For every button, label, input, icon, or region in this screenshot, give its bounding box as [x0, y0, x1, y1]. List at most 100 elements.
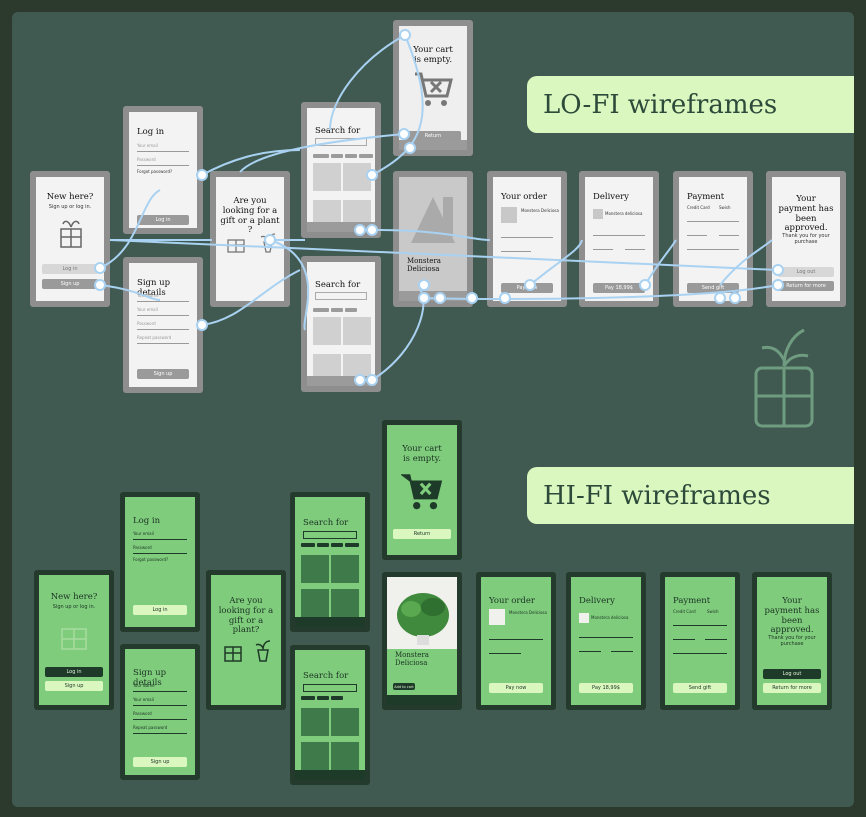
- swish-radio[interactable]: Swish: [719, 205, 731, 210]
- credit-card-radio[interactable]: Credit Card: [687, 205, 710, 210]
- address-field[interactable]: [579, 629, 633, 638]
- pay-now-button[interactable]: Pay now: [489, 683, 543, 693]
- search-input[interactable]: [303, 684, 357, 692]
- product-thumbnail[interactable]: [301, 742, 329, 770]
- tab-bar[interactable]: [307, 222, 375, 232]
- product-thumbnail[interactable]: [343, 163, 371, 191]
- product-thumbnail[interactable]: [313, 317, 341, 345]
- signup-button[interactable]: Sign up: [42, 279, 98, 289]
- product-thumbnail[interactable]: [343, 354, 371, 378]
- product-thumbnail[interactable]: [301, 555, 329, 583]
- filter-chip[interactable]: [301, 696, 315, 700]
- login-submit-button[interactable]: Log in: [137, 215, 189, 225]
- signup-password-field[interactable]: Password: [133, 711, 187, 720]
- login-button[interactable]: Log in: [42, 264, 98, 274]
- filter-chip[interactable]: [331, 543, 343, 547]
- logout-button[interactable]: Log out: [763, 669, 821, 679]
- filter-chip[interactable]: [331, 154, 343, 158]
- email-field[interactable]: Your email: [133, 531, 187, 540]
- city-field[interactable]: [611, 643, 633, 652]
- return-for-more-button[interactable]: Return for more: [778, 281, 834, 291]
- filter-chip[interactable]: [313, 308, 329, 312]
- product-thumbnail[interactable]: [331, 742, 359, 770]
- product-thumbnail[interactable]: [313, 163, 341, 191]
- cvc-field[interactable]: [719, 227, 739, 236]
- card-number-field[interactable]: [687, 213, 739, 222]
- signup-email-field[interactable]: Your email: [137, 307, 189, 316]
- signup-button[interactable]: Sign up: [45, 681, 103, 691]
- search-input[interactable]: [303, 531, 357, 539]
- send-gift-button[interactable]: Send gift: [687, 283, 739, 293]
- filter-chip[interactable]: [345, 308, 357, 312]
- signup-submit-button[interactable]: Sign up: [137, 369, 189, 379]
- pay-now-button[interactable]: Pay now: [501, 283, 553, 293]
- tab-bar[interactable]: [307, 376, 375, 386]
- password-field[interactable]: Password: [137, 157, 189, 166]
- tab-bar[interactable]: [295, 617, 365, 627]
- product-thumbnail[interactable]: [313, 200, 341, 224]
- address-field[interactable]: [593, 227, 645, 236]
- filter-chip[interactable]: [345, 154, 357, 158]
- city-field[interactable]: [625, 241, 645, 250]
- password-field[interactable]: Password: [133, 545, 187, 554]
- forgot-password-link[interactable]: Forgot password?: [133, 557, 169, 562]
- name-on-card-field[interactable]: [687, 241, 739, 250]
- repeat-password-field[interactable]: Repeat password: [137, 335, 189, 344]
- forgot-password-link[interactable]: Forgot password?: [137, 169, 173, 174]
- login-button[interactable]: Log in: [45, 667, 103, 677]
- search-input[interactable]: [315, 138, 367, 146]
- product-thumbnail[interactable]: [331, 555, 359, 583]
- card-number-field[interactable]: [673, 617, 727, 626]
- product-thumbnail[interactable]: [301, 708, 329, 736]
- product-thumbnail[interactable]: [343, 317, 371, 345]
- tab-bar[interactable]: [399, 140, 467, 150]
- tab-bar[interactable]: [399, 291, 467, 301]
- signup-password-field[interactable]: Password: [137, 321, 189, 330]
- tab-bar[interactable]: [387, 695, 457, 705]
- signup-submit-button[interactable]: Sign up: [133, 757, 187, 767]
- coupon-field[interactable]: [501, 243, 531, 252]
- logout-button[interactable]: Log out: [778, 267, 834, 277]
- email-field[interactable]: Your email: [137, 143, 189, 152]
- plant-icon[interactable]: [253, 637, 273, 663]
- name-field[interactable]: Your Name: [133, 683, 187, 692]
- product-thumbnail[interactable]: [331, 708, 359, 736]
- pay-button[interactable]: Pay 18,99$: [579, 683, 633, 693]
- login-submit-button[interactable]: Log in: [133, 605, 187, 615]
- cvc-field[interactable]: [705, 631, 727, 640]
- expiry-field[interactable]: [673, 631, 695, 640]
- filter-chip[interactable]: [301, 543, 315, 547]
- product-thumbnail[interactable]: [343, 200, 371, 224]
- product-thumbnail[interactable]: [313, 354, 341, 378]
- repeat-password-field[interactable]: Repeat password: [133, 725, 187, 734]
- return-button[interactable]: Return: [393, 529, 451, 539]
- gift-icon[interactable]: [226, 232, 246, 254]
- product-thumbnail[interactable]: [301, 589, 329, 617]
- signup-email-field[interactable]: Your email: [133, 697, 187, 706]
- filter-chip[interactable]: [331, 308, 343, 312]
- filter-chip[interactable]: [317, 696, 329, 700]
- zip-field[interactable]: [579, 643, 601, 652]
- send-gift-button[interactable]: Send gift: [673, 683, 727, 693]
- tab-bar[interactable]: [295, 770, 365, 780]
- gift-icon[interactable]: [223, 639, 243, 663]
- coupon-field[interactable]: [489, 645, 521, 654]
- expiry-field[interactable]: [687, 227, 707, 236]
- pay-button[interactable]: Pay 18,99$: [593, 283, 645, 293]
- filter-chip[interactable]: [313, 154, 329, 158]
- return-for-more-button[interactable]: Return for more: [763, 683, 821, 693]
- product-thumbnail[interactable]: [331, 589, 359, 617]
- add-to-cart-button[interactable]: Add to cart: [393, 683, 415, 690]
- filter-chip[interactable]: [331, 696, 343, 700]
- discount-field[interactable]: [501, 229, 553, 238]
- discount-field[interactable]: [489, 631, 543, 640]
- name-field[interactable]: Your Name: [137, 293, 189, 302]
- search-input[interactable]: [315, 292, 367, 300]
- zip-field[interactable]: [593, 241, 613, 250]
- credit-card-radio[interactable]: Credit Card: [673, 609, 696, 614]
- plant-icon[interactable]: [258, 230, 278, 254]
- filter-chip[interactable]: [345, 543, 359, 547]
- return-button[interactable]: Return: [405, 131, 461, 141]
- swish-radio[interactable]: Swish: [707, 609, 719, 614]
- filter-chip[interactable]: [317, 543, 329, 547]
